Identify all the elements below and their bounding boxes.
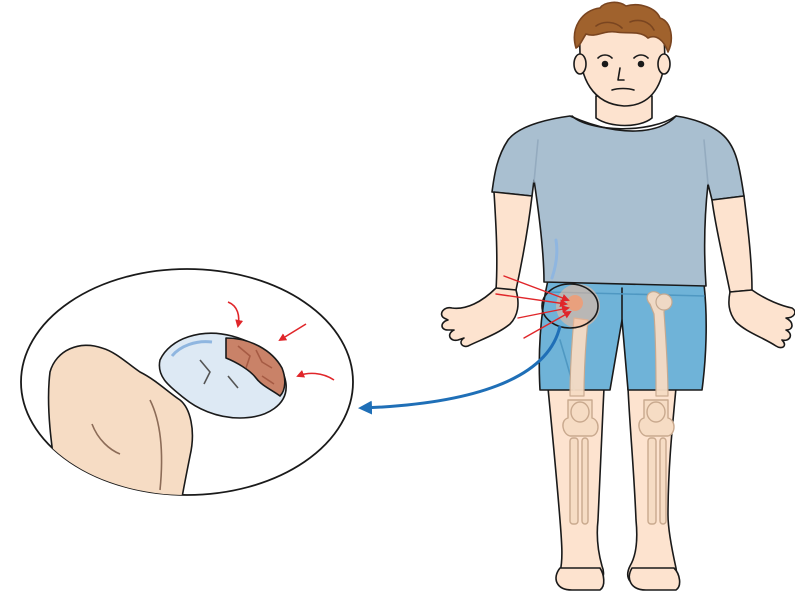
head xyxy=(574,2,671,106)
feet xyxy=(556,568,680,590)
magnified-femoral-head xyxy=(21,269,353,520)
boy-figure xyxy=(442,2,795,590)
